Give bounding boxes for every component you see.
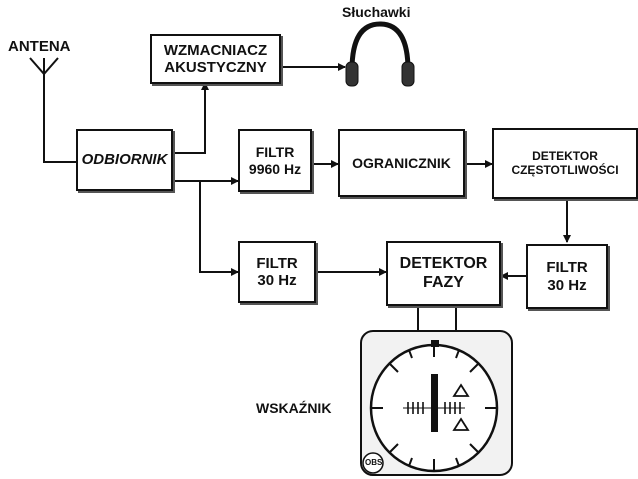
phase-detector-block: DETEKTOR FAZY — [386, 241, 501, 306]
frequency-detector-block: DETEKTOR CZĘSTOTLIWOŚCI — [492, 128, 638, 199]
filter-30hz-right-block: FILTR 30 Hz — [526, 244, 608, 309]
headphones-icon — [345, 21, 415, 87]
filter-9960hz-block: FILTR 9960 Hz — [238, 129, 312, 192]
receiver-block: ODBIORNIK — [76, 129, 173, 191]
vor-indicator-icon — [360, 330, 513, 476]
limiter-block: OGRANICZNIK — [338, 129, 465, 197]
headphones-label: Słuchawki — [342, 4, 411, 20]
antenna-icon — [29, 57, 59, 75]
antenna-label: ANTENA — [8, 38, 71, 55]
obs-knob-label: OBS — [365, 458, 383, 467]
indicator-label: WSKAŹNIK — [256, 400, 332, 416]
filter-30hz-left-block: FILTR 30 Hz — [238, 241, 316, 303]
audio-amplifier-block: WZMACNIACZ AKUSTYCZNY — [150, 34, 281, 84]
